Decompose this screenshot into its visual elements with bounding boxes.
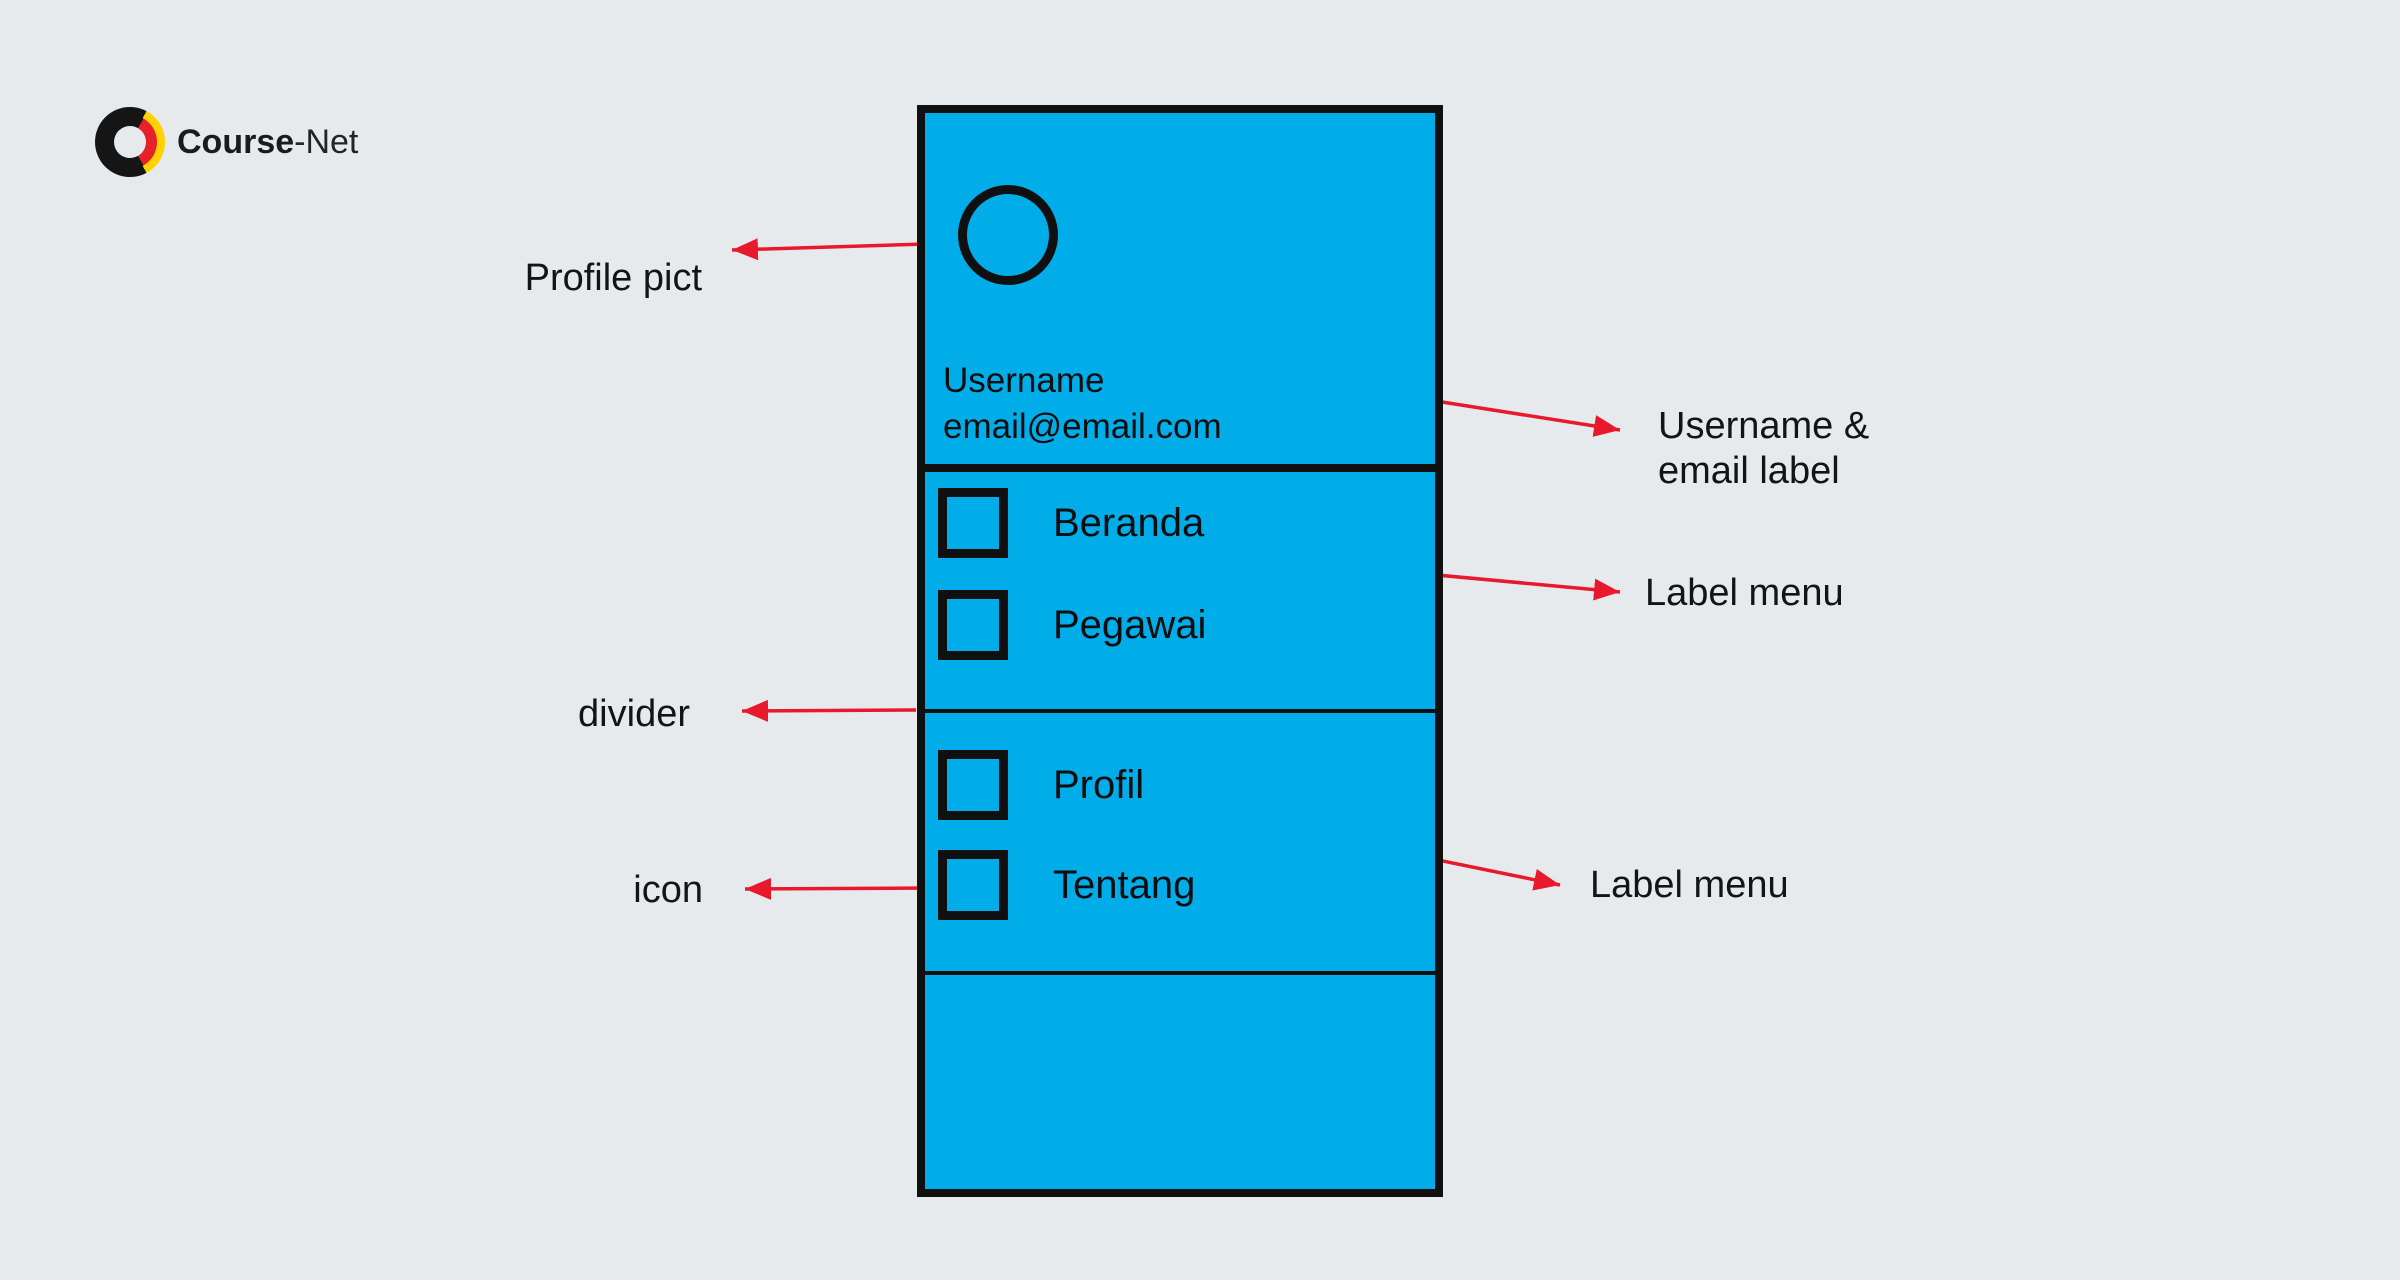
annotation-icon: icon (633, 869, 703, 911)
arrow-icon (744, 877, 937, 900)
logo-wordmark: Course-Net (177, 123, 358, 162)
annotation-profile-pict: Profile pict (524, 257, 702, 299)
annotation-username-email-line1: Username & (1658, 405, 1870, 447)
header-divider (925, 464, 1435, 472)
arrow-divider (741, 699, 917, 722)
menu-item-label: Profil (1053, 762, 1145, 807)
pegawai-icon-placeholder (938, 590, 1008, 660)
menu-item-beranda[interactable]: Beranda (938, 488, 1204, 558)
annotation-label-menu-1: Label menu (1645, 572, 1844, 614)
annotation-username-email-line2: email label (1658, 450, 1840, 492)
arrow-username-email (1441, 400, 1621, 437)
annotation-username-email: Username & email label (1658, 404, 1869, 494)
profil-icon-placeholder (938, 750, 1008, 820)
menu-item-pegawai[interactable]: Pegawai (938, 590, 1206, 660)
logo-brand-light: -Net (294, 122, 359, 161)
menu-item-profil[interactable]: Profil (938, 750, 1144, 820)
annotation-divider: divider (578, 693, 690, 735)
footer-divider (925, 971, 1435, 975)
drawer-user-block: Username email@email.com (943, 358, 1222, 450)
username-text: Username (943, 361, 1105, 400)
annotation-label-menu-2: Label menu (1590, 864, 1789, 906)
menu-item-label: Beranda (1053, 500, 1205, 545)
beranda-icon-placeholder (938, 488, 1008, 558)
tentang-icon-placeholder (938, 850, 1008, 920)
course-net-logo: Course-Net (95, 107, 358, 177)
menu-item-label: Tentang (1053, 862, 1196, 907)
menu-divider (925, 709, 1435, 713)
course-net-logo-icon (95, 107, 165, 177)
logo-brand-bold: Course (177, 122, 295, 161)
email-text: email@email.com (943, 407, 1222, 446)
menu-item-label: Pegawai (1053, 602, 1207, 647)
profile-pict-placeholder (958, 185, 1058, 285)
menu-item-tentang[interactable]: Tentang (938, 850, 1195, 920)
nav-drawer-panel: Username email@email.com Beranda Pegawai… (917, 105, 1443, 1197)
